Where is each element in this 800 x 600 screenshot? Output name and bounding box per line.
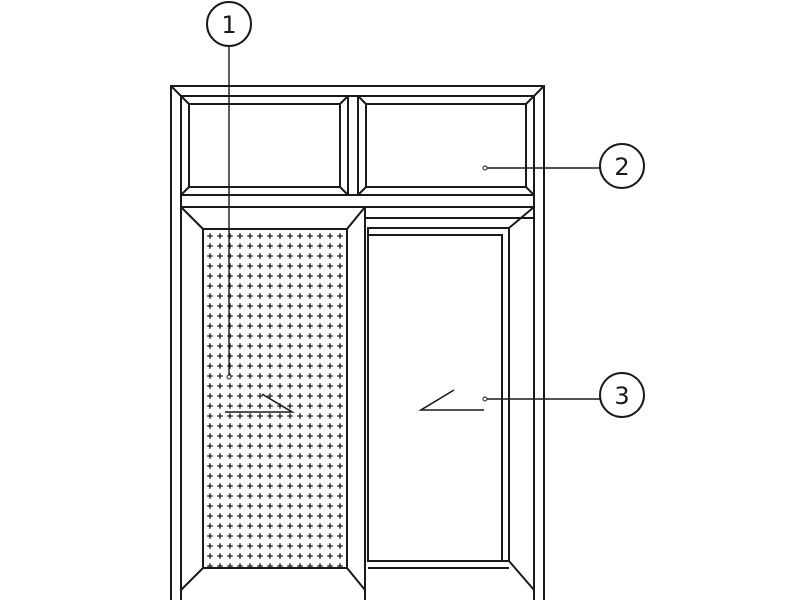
callout-1-label: 1 (221, 11, 236, 39)
callout-3-label: 3 (614, 382, 629, 410)
transom-mullion (347, 96, 359, 195)
left-transom-pane (180, 95, 349, 196)
callout-2-label: 2 (614, 153, 629, 181)
left-sash-opening-mark (225, 393, 295, 413)
sliding-glass-sash (364, 206, 535, 600)
callout-2: 2 (482, 143, 645, 189)
callout-3: 3 (482, 372, 645, 418)
opening-direction-marks (225, 389, 484, 413)
callout-1: 1 (206, 1, 252, 380)
transom-rail (181, 194, 534, 208)
right-sash-opening-mark (418, 389, 484, 411)
fixed-transom-pane (357, 95, 535, 196)
insect-screen-sash (180, 206, 366, 600)
